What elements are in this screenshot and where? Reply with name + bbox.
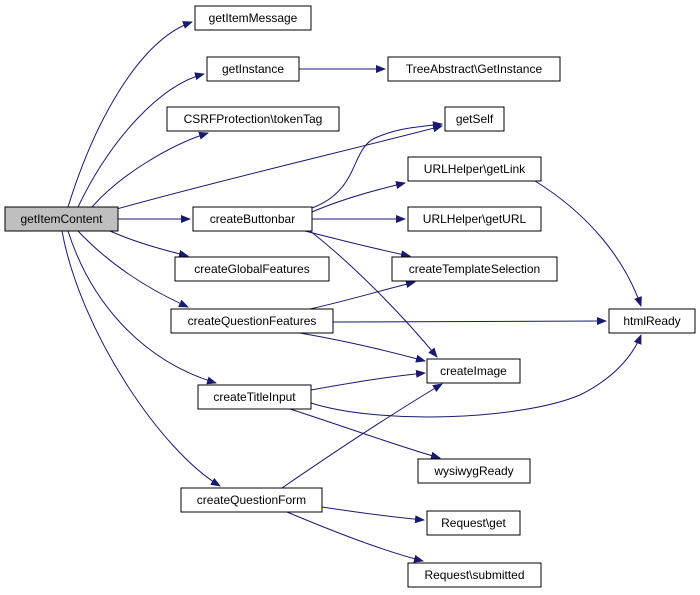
node-tokenTag[interactable]: CSRFProtection\tokenTag xyxy=(166,106,340,132)
node-getLink[interactable]: URLHelper\getLink xyxy=(407,156,542,182)
node-label: createButtonbar xyxy=(210,212,295,226)
edge-createQuestionFeatures-to-createTemplateSelection xyxy=(309,280,416,310)
node-box[interactable] xyxy=(166,106,340,132)
node-box[interactable] xyxy=(407,562,542,588)
edge-getLink-to-htmlReady xyxy=(534,180,642,307)
node-Request_submitted[interactable]: Request\submitted xyxy=(407,562,542,588)
node-box[interactable] xyxy=(197,384,312,410)
node-box[interactable] xyxy=(444,106,505,132)
node-getSelf[interactable]: getSelf xyxy=(444,106,505,132)
edge-createButtonbar-to-getLink xyxy=(311,181,406,213)
node-createButtonbar[interactable]: createButtonbar xyxy=(192,206,313,232)
node-createQuestionForm[interactable]: createQuestionForm xyxy=(180,487,323,513)
node-createGlobalFeatures[interactable]: createGlobalFeatures xyxy=(174,256,330,282)
node-box[interactable] xyxy=(192,206,313,232)
edge-getItemContent-to-createQuestionFeatures xyxy=(77,230,189,308)
node-box[interactable] xyxy=(387,56,561,82)
node-label: TreeAbstract\GetInstance xyxy=(406,62,543,76)
node-box[interactable] xyxy=(608,308,696,334)
edge-createQuestionForm-to-Request_submitted xyxy=(286,511,424,563)
node-label: getSelf xyxy=(456,112,494,126)
node-getItemContent[interactable]: getItemContent xyxy=(4,206,119,232)
node-label: createTitleInput xyxy=(213,390,296,404)
node-label: createQuestionFeatures xyxy=(188,314,317,328)
node-label: Request\submitted xyxy=(424,568,524,582)
node-wysiwygReady[interactable]: wysiwygReady xyxy=(417,458,531,484)
edge-createTitleInput-to-createImage xyxy=(310,369,426,391)
node-box[interactable] xyxy=(426,358,521,384)
edge-createTitleInput-to-wysiwygReady xyxy=(289,408,441,460)
node-label: createQuestionForm xyxy=(197,493,306,507)
node-label: createTemplateSelection xyxy=(409,262,540,276)
node-label: htmlReady xyxy=(623,314,680,328)
node-createQuestionFeatures[interactable]: createQuestionFeatures xyxy=(170,308,334,334)
edge-createQuestionForm-to-Request_get xyxy=(321,506,425,524)
edge-createTitleInput-to-htmlReady xyxy=(310,334,642,418)
node-label: URLHelper\getLink xyxy=(424,162,526,176)
edge-getItemContent-to-createTitleInput xyxy=(67,230,217,385)
edge-createButtonbar-to-createImage xyxy=(309,230,438,358)
node-createImage[interactable]: createImage xyxy=(426,358,521,384)
node-label: getItemMessage xyxy=(209,11,298,25)
edge-getItemContent-to-createGlobalFeatures xyxy=(109,230,189,258)
edge-createButtonbar-to-createTemplateSelection xyxy=(304,230,411,259)
node-Request_get[interactable]: Request\get xyxy=(426,510,521,536)
edge-createQuestionFeatures-to-createImage xyxy=(299,332,426,363)
nodes-layer: getItemContent getItemMessage getInstance T… xyxy=(4,5,696,588)
node-label: CSRFProtection\tokenTag xyxy=(184,112,323,126)
node-box[interactable] xyxy=(4,206,119,232)
node-box[interactable] xyxy=(426,510,521,536)
node-label: getItemContent xyxy=(20,212,103,226)
node-label: getInstance xyxy=(222,62,284,76)
node-box[interactable] xyxy=(170,308,334,334)
node-label: wysiwygReady xyxy=(433,464,513,478)
node-box[interactable] xyxy=(174,256,330,282)
edge-getItemContent-to-getItemMessage xyxy=(67,21,193,208)
node-label: URLHelper\getURL xyxy=(423,212,527,226)
node-box[interactable] xyxy=(180,487,323,513)
node-box[interactable] xyxy=(391,256,558,282)
node-box[interactable] xyxy=(407,156,542,182)
edge-createQuestionForm-to-createImage xyxy=(281,383,443,489)
node-getItemMessage[interactable]: getItemMessage xyxy=(194,5,312,31)
node-createTemplateSelection[interactable]: createTemplateSelection xyxy=(391,256,558,282)
edge-getItemContent-to-getInstance xyxy=(77,72,205,208)
node-box[interactable] xyxy=(407,206,542,232)
node-getInstance[interactable]: getInstance xyxy=(206,56,300,82)
edge-createButtonbar-to-getSelf xyxy=(311,121,443,209)
node-label: Request\get xyxy=(441,516,506,530)
node-box[interactable] xyxy=(417,458,531,484)
edge-createQuestionFeatures-to-htmlReady xyxy=(332,317,607,326)
node-getURL[interactable]: URLHelper\getURL xyxy=(407,206,542,232)
edges-layer xyxy=(61,21,642,563)
node-htmlReady[interactable]: htmlReady xyxy=(608,308,696,334)
edge-getItemContent-to-getSelf xyxy=(112,124,443,211)
edge-getItemContent-to-createQuestionForm xyxy=(61,230,221,487)
node-createTitleInput[interactable]: createTitleInput xyxy=(197,384,312,410)
node-box[interactable] xyxy=(206,56,300,82)
node-box[interactable] xyxy=(194,5,312,31)
node-label: createImage xyxy=(440,364,507,378)
edge-getItemContent-to-tokenTag xyxy=(91,131,209,208)
node-TreeAbstract_GetInstance[interactable]: TreeAbstract\GetInstance xyxy=(387,56,561,82)
node-label: createGlobalFeatures xyxy=(194,262,309,276)
